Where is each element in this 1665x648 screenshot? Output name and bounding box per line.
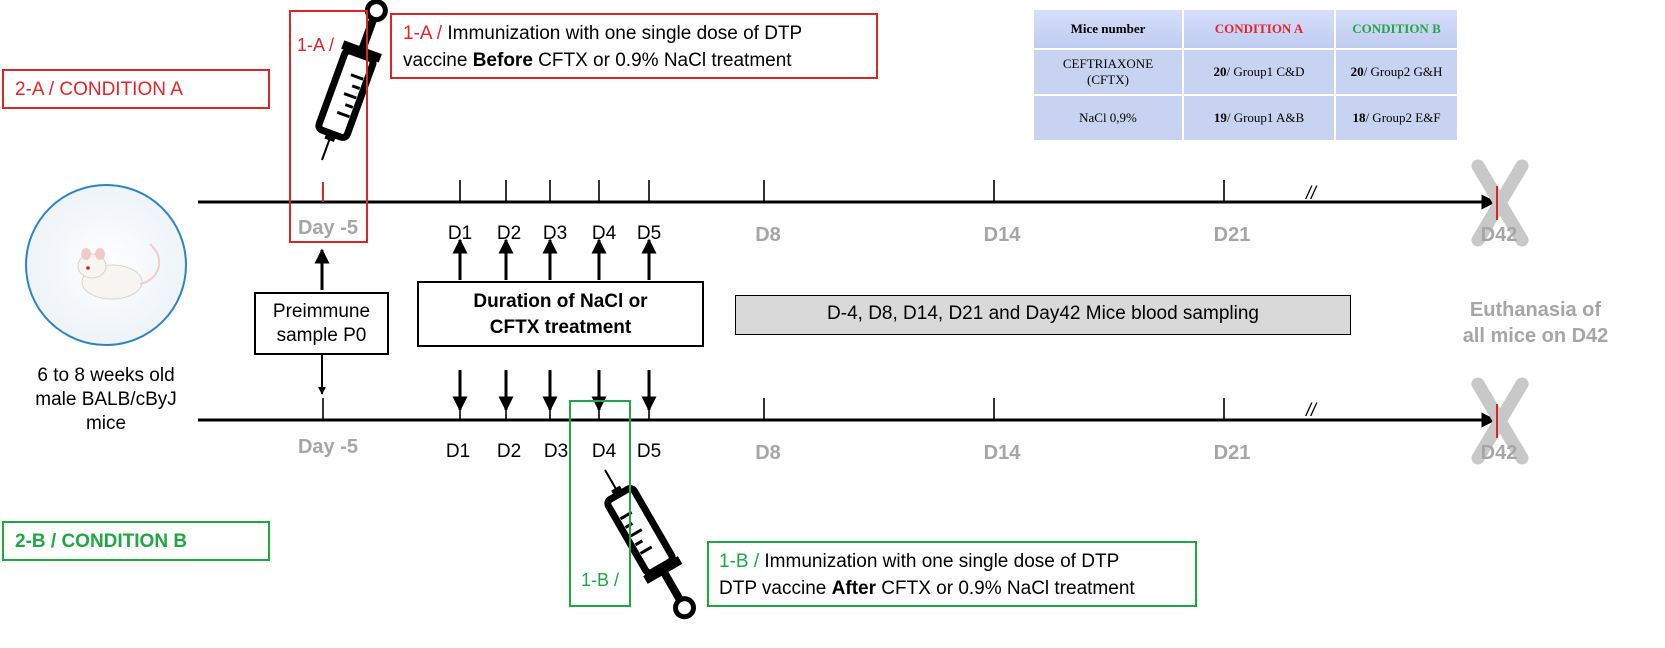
note-a-line2-pre: vaccine: [403, 50, 473, 71]
treatment-duration-box: Duration of NaCl or CFTX treatment: [417, 281, 704, 347]
step-a-label: 1-A /: [297, 35, 335, 55]
day-label-a-d14: D14: [983, 224, 1021, 246]
note-b-prefix: 1-B /: [719, 551, 760, 572]
day-label-a-d1: D1: [447, 223, 473, 244]
immunization-a-box: 1-A /: [289, 10, 368, 243]
note-b-line2-bold: After: [831, 578, 876, 599]
mice-number-table: Mice number CONDITION A CONDITION B CEFT…: [1032, 8, 1459, 142]
immunization-b-box: 1-B /: [569, 400, 631, 607]
day-label-a-d21: D21: [1213, 224, 1251, 246]
mice-table-header-a: CONDITION A: [1184, 10, 1334, 48]
mice-table-row: CEFTRIAXONE (CFTX) 20/ Group1 C&D 20/ Gr…: [1034, 50, 1457, 94]
day-label-a-d5: D5: [636, 223, 662, 244]
timeline-b: [198, 398, 1497, 428]
day-label-a-d8: D8: [755, 224, 781, 246]
condition-b-box: 2-B / CONDITION B: [2, 521, 270, 561]
day-start-label-a: Day -5: [297, 217, 359, 239]
day-label-b-d42: D42: [1480, 442, 1518, 464]
blood-sampling-box: D-4, D8, D14, D21 and Day42 Mice blood s…: [735, 295, 1351, 335]
note-b-line2-post: CFTX or 0.9% NaCl treatment: [875, 578, 1135, 599]
note-a-line2-bold: Before: [472, 50, 533, 71]
day-label-b-d21: D21: [1213, 442, 1251, 464]
note-a-line1: Immunization with one single dose of DTP: [442, 23, 803, 44]
euthanasia-cross-b: [1471, 377, 1529, 465]
day-start-label-b: Day -5: [297, 436, 359, 458]
mouse-caption: 6 to 8 weeks old male BALB/cByJ mice: [35, 365, 177, 434]
mice-table-header: Mice number CONDITION A CONDITION B: [1034, 10, 1457, 48]
timeline-a: [198, 180, 1497, 210]
immunization-a-note: 1-A / Immunization with one single dose …: [390, 13, 878, 79]
treatment-arrows-up: [452, 238, 657, 280]
day-label-b-d2: D2: [496, 441, 522, 462]
note-a-line2-post: CFTX or 0.9% NaCl treatment: [532, 50, 792, 71]
condition-b-label: 2-B / CONDITION B: [15, 531, 188, 552]
day-label-b-d14: D14: [983, 442, 1021, 464]
day-label-a-d4: D4: [591, 223, 617, 244]
break-mark-a: //: [1306, 183, 1317, 203]
euthanasia-cross-a: [1471, 159, 1529, 247]
mice-table-header-number: Mice number: [1034, 10, 1182, 48]
immunization-b-note: 1-B / Immunization with one single dose …: [707, 541, 1197, 607]
day-label-b-d5: D5: [636, 441, 662, 462]
day-label-a-d3: D3: [542, 223, 568, 244]
mice-table-row: NaCl 0,9% 19/ Group1 A&B 18/ Group2 E&F: [1034, 96, 1457, 140]
note-b-line1: Immunization with one single dose of DTP: [759, 551, 1120, 572]
step-b-label: 1-B /: [581, 570, 620, 590]
treatment-arrows-down: [452, 370, 657, 412]
day-label-b-d3: D3: [543, 441, 569, 462]
day-label-b-d1: D1: [445, 441, 471, 462]
day-label-b-d8: D8: [755, 442, 781, 464]
note-a-prefix: 1-A /: [403, 23, 443, 44]
day-label-b-d4: D4: [591, 441, 617, 462]
break-mark-b: //: [1306, 400, 1317, 420]
preimmune-box: Preimmune sample P0: [254, 292, 389, 355]
mice-table-header-b: CONDITION B: [1336, 10, 1457, 48]
condition-a-box: 2-A / CONDITION A: [2, 69, 270, 109]
note-b-line2-pre: DTP vaccine: [719, 578, 832, 599]
mouse-photo: [25, 184, 187, 346]
condition-a-label: 2-A / CONDITION A: [15, 79, 183, 100]
day-label-a-d42: D42: [1480, 224, 1518, 246]
euthanasia-text: Euthanasia of all mice on D42: [1462, 299, 1609, 347]
day-label-a-d2: D2: [496, 223, 522, 244]
